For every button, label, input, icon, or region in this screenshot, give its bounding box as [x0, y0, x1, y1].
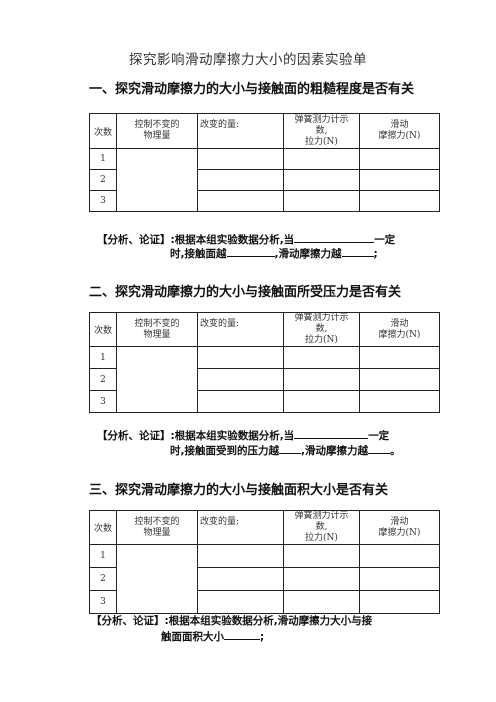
header-count: 次数 [89, 312, 117, 347]
section1-heading: 一、探究滑动摩擦力的大小与接触面的粗糙程度是否有关 [89, 82, 415, 97]
changed-cell[interactable] [197, 544, 284, 568]
changed-cell[interactable] [197, 368, 284, 391]
section3-analysis-line1: 【分析、论证】:根据本组实验数据分析,滑动摩擦力大小与接 [91, 615, 373, 627]
header-spring-reading: 弹簧测力计示数,拉力(N) [283, 113, 360, 149]
reading-cell[interactable] [283, 169, 360, 191]
changed-cell[interactable] [197, 346, 284, 369]
header-controlled: 控制不变的物理量 [116, 510, 198, 545]
controlled-cell[interactable] [116, 544, 198, 614]
header-changed: 改变的量: [197, 113, 284, 149]
section3-analysis-line2: 触面面积大小; [161, 629, 265, 643]
header-count: 次数 [89, 510, 117, 545]
row-number: 1 [89, 346, 117, 369]
answer-blank[interactable] [224, 629, 260, 640]
answer-blank[interactable] [341, 246, 374, 257]
data-table-2: 次数 控制不变的物理量 改变的量: 弹簧测力计示数,拉力(N) 滑动摩擦力(N)… [89, 312, 440, 413]
header-spring-reading: 弹簧测力计示数,拉力(N) [283, 510, 360, 545]
friction-cell[interactable] [359, 346, 440, 369]
reading-cell[interactable] [283, 590, 360, 614]
header-changed: 改变的量: [197, 312, 284, 347]
section2-analysis-line2: 时,接触面受到的压力越,滑动摩擦力越。 [170, 443, 401, 457]
section2-heading: 二、探究滑动摩擦力的大小与接触面所受压力是否有关 [89, 285, 402, 300]
answer-blank[interactable] [294, 232, 375, 243]
controlled-cell[interactable] [116, 148, 198, 212]
reading-cell[interactable] [283, 567, 360, 591]
friction-cell[interactable] [359, 190, 440, 212]
header-controlled: 控制不变的物理量 [116, 312, 198, 347]
row-number: 2 [89, 567, 117, 591]
row-number: 3 [89, 390, 117, 413]
changed-cell[interactable] [197, 190, 284, 212]
row-number: 3 [89, 190, 117, 212]
section3-heading: 三、探究滑动摩擦力的大小与接触面积大小是否有关 [89, 483, 389, 498]
answer-blank[interactable] [226, 246, 275, 257]
row-number: 1 [89, 544, 117, 568]
controlled-cell[interactable] [116, 346, 198, 413]
friction-cell[interactable] [359, 148, 440, 170]
row-number: 3 [89, 590, 117, 614]
changed-cell[interactable] [197, 169, 284, 191]
section1-analysis-line1: 【分析、论证】:根据本组实验数据分析,当一定 [97, 232, 396, 246]
row-number: 2 [89, 169, 117, 191]
changed-cell[interactable] [197, 390, 284, 413]
header-friction: 滑动摩擦力(N) [359, 510, 440, 545]
answer-blank[interactable] [368, 443, 390, 454]
reading-cell[interactable] [283, 190, 360, 212]
header-controlled: 控制不变的物理量 [116, 113, 198, 149]
changed-cell[interactable] [197, 590, 284, 614]
friction-cell[interactable] [359, 567, 440, 591]
header-count: 次数 [89, 113, 117, 149]
friction-cell[interactable] [359, 590, 440, 614]
header-friction: 滑动摩擦力(N) [359, 312, 440, 347]
data-table-3: 次数 控制不变的物理量 改变的量: 弹簧测力计示数,拉力(N) 滑动摩擦力(N)… [89, 510, 440, 614]
friction-cell[interactable] [359, 169, 440, 191]
changed-cell[interactable] [197, 148, 284, 170]
section2-analysis-line1: 【分析、论证】:根据本组实验数据分析,当一定 [97, 428, 390, 442]
reading-cell[interactable] [283, 368, 360, 391]
row-number: 1 [89, 148, 117, 170]
section1-analysis-line2: 时,接触面越,滑动摩擦力越; [170, 246, 378, 260]
friction-cell[interactable] [359, 390, 440, 413]
answer-blank[interactable] [294, 428, 369, 439]
reading-cell[interactable] [283, 346, 360, 369]
header-changed: 改变的量: [197, 510, 284, 545]
header-friction: 滑动摩擦力(N) [359, 113, 440, 149]
data-table-1: 次数 控制不变的物理量 改变的量: 弹簧测力计示数,拉力(N) 滑动摩擦力(N)… [89, 113, 440, 212]
row-number: 2 [89, 368, 117, 391]
answer-blank[interactable] [279, 443, 301, 454]
header-spring-reading: 弹簧测力计示数,拉力(N) [283, 312, 360, 347]
reading-cell[interactable] [283, 148, 360, 170]
changed-cell[interactable] [197, 567, 284, 591]
friction-cell[interactable] [359, 368, 440, 391]
reading-cell[interactable] [283, 390, 360, 413]
reading-cell[interactable] [283, 544, 360, 568]
friction-cell[interactable] [359, 544, 440, 568]
page-title: 探究影响滑动摩擦力大小的因素实验单 [129, 52, 367, 68]
